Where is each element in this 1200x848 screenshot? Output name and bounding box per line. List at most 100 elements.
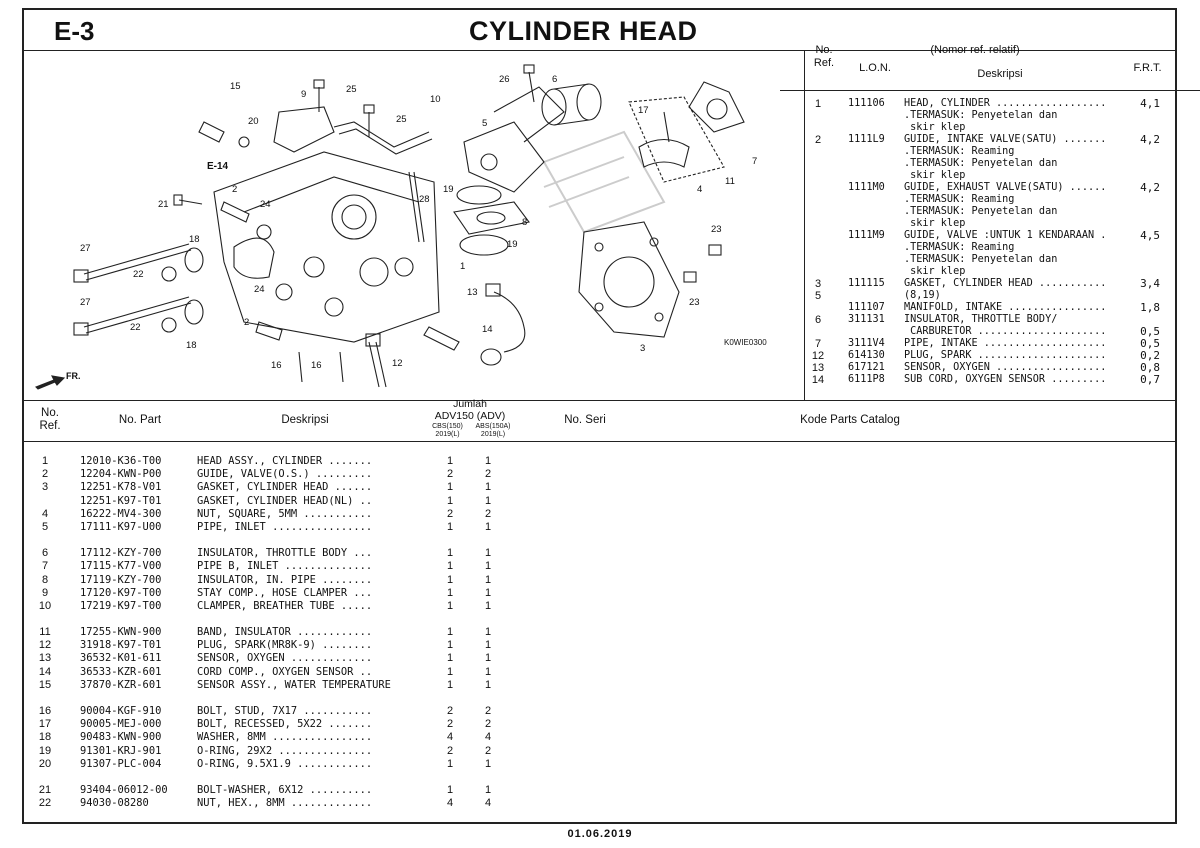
ref-table-row: .TERMASUK: Penyetelan dan	[790, 158, 1170, 170]
frt-cell: 3,4	[1140, 277, 1160, 290]
ref-cell: 18	[38, 731, 52, 744]
frt-cell: 0,5	[1140, 337, 1160, 350]
parts-table-variant2-header: ABS(150A)	[475, 423, 511, 430]
svg-text:25: 25	[396, 114, 407, 125]
qty-abs-cell: 4	[484, 797, 492, 810]
part-number-cell: 17120-K97-T00	[80, 586, 162, 599]
qty-cbs-cell: 1	[446, 586, 454, 599]
qty-cbs-cell: 1	[446, 639, 454, 652]
qty-cbs-cell: 1	[446, 455, 454, 467]
parts-table-header-divider	[22, 441, 1177, 442]
qty-abs-cell: 1	[484, 665, 492, 678]
svg-text:10: 10	[430, 94, 441, 105]
ref-table-no-ref-header: No. Ref.	[813, 44, 835, 69]
ref-table-desc-top-header: (Nomor ref. relatif)	[930, 44, 1020, 56]
desc-cell: (8,19)	[904, 290, 941, 301]
svg-text:20: 20	[248, 116, 259, 127]
qty-cbs-cell: 4	[446, 731, 454, 744]
frt-cell: 4,1	[1140, 97, 1160, 110]
description-cell: O-RING, 9.5X1.9 ............	[197, 757, 373, 770]
description-cell: NUT, SQUARE, 5MM ...........	[197, 507, 373, 520]
svg-text:25: 25	[346, 84, 357, 95]
part-number-cell: 37870-KZR-601	[80, 678, 162, 691]
lon-cell: 1111L9	[848, 134, 885, 145]
desc-cell: .TERMASUK: Reaming	[904, 146, 1015, 157]
description-cell: STAY COMP., HOSE CLAMPER ...	[197, 586, 373, 599]
svg-text:28: 28	[419, 194, 430, 205]
description-cell: WASHER, 8MM ................	[197, 731, 373, 744]
desc-cell: skir klep	[904, 266, 966, 277]
svg-text:14: 14	[482, 324, 493, 335]
qty-abs-cell: 1	[484, 783, 492, 796]
qty-abs-cell: 1	[484, 599, 492, 612]
ref-table-row: .TERMASUK: Penyetelan dan	[790, 254, 1170, 266]
parts-table-variant1-header: CBS(150)	[432, 423, 463, 430]
ref-cell: 7	[814, 338, 822, 350]
ref-cell: 10	[38, 599, 52, 612]
lon-cell: 111106	[848, 98, 885, 109]
description-cell: CLAMPER, BREATHER TUBE .....	[197, 599, 373, 612]
svg-text:17: 17	[638, 105, 649, 116]
svg-text:27: 27	[80, 243, 91, 254]
part-number-cell: 12251-K97-T01	[80, 494, 162, 507]
qty-cbs-cell: 2	[446, 507, 454, 520]
qty-abs-cell: 1	[484, 520, 492, 533]
desc-cell: SENSOR, OXYGEN ..................	[904, 362, 1107, 373]
desc-cell: PIPE, INTAKE ....................	[904, 338, 1107, 349]
header-divider	[24, 50, 1175, 51]
ref-cell: 2	[41, 468, 49, 481]
desc-cell: .TERMASUK: Penyetelan dan	[904, 254, 1058, 265]
part-number-cell: 90005-MEJ-000	[80, 718, 162, 731]
ref-cell: 5	[41, 520, 49, 533]
lon-cell: 111115	[848, 278, 885, 289]
group-spacer	[24, 692, 544, 705]
group-spacer	[24, 771, 544, 784]
ref-cell: 3	[814, 278, 822, 290]
ref-cell: 20	[38, 757, 52, 770]
group-spacer	[24, 613, 544, 626]
ref-table-lon-header: L.O.N.	[859, 62, 891, 74]
frt-cell: 0,5	[1140, 325, 1160, 338]
lon-cell: 111107	[848, 302, 885, 313]
part-number-cell: 36532-K01-611	[80, 652, 162, 665]
qty-cbs-cell: 1	[446, 757, 454, 770]
parts-table-part-header: No. Part	[118, 414, 162, 426]
part-number-cell: 16222-MV4-300	[80, 507, 162, 520]
qty-cbs-cell: 1	[446, 520, 454, 533]
svg-text:16: 16	[311, 360, 322, 371]
ref-cell: 3	[41, 481, 49, 494]
qty-abs-cell: 1	[484, 573, 492, 586]
part-number-cell: 31918-K97-T01	[80, 639, 162, 652]
ref-cell: 12	[38, 639, 52, 652]
qty-abs-cell: 1	[484, 494, 492, 507]
ref-cell: 11	[39, 626, 51, 639]
svg-text:1: 1	[460, 261, 465, 272]
frt-cell: 0,2	[1140, 349, 1160, 362]
svg-text:2: 2	[244, 317, 249, 328]
section-divider	[24, 400, 1175, 401]
qty-abs-cell: 1	[484, 586, 492, 599]
ref-cell: 1	[41, 455, 49, 467]
svg-text:22: 22	[133, 269, 144, 280]
part-number-cell: 17119-KZY-700	[80, 573, 162, 586]
description-cell: BOLT-WASHER, 6X12 ..........	[197, 783, 373, 796]
desc-cell: GASKET, CYLINDER HEAD ...........	[904, 278, 1107, 289]
ref-table-row: .TERMASUK: Penyetelan dan	[790, 110, 1170, 122]
desc-cell: GUIDE, VALVE :UNTUK 1 KENDARAAN .	[904, 230, 1107, 241]
description-cell: CORD COMP., OXYGEN SENSOR ..	[197, 665, 373, 678]
part-number-cell: 12010-K36-T00	[80, 455, 162, 467]
description-cell: BAND, INSULATOR ............	[197, 626, 373, 639]
ref-table-row: .TERMASUK: Reaming	[790, 194, 1170, 206]
part-number-cell: 12251-K78-V01	[80, 481, 162, 494]
desc-cell: skir klep	[904, 218, 966, 229]
ref-cell: 5	[814, 290, 822, 302]
